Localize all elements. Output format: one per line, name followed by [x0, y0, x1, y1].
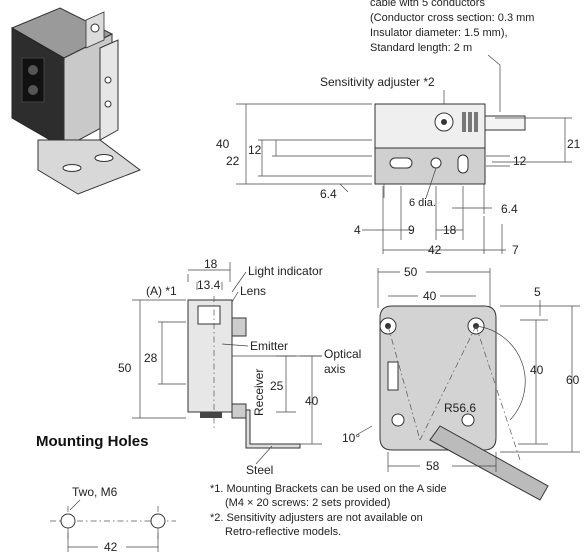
dim-12a: 12 [248, 143, 262, 157]
dim-angle-10: 10° [342, 431, 360, 445]
emitter-label: Emitter [250, 339, 288, 353]
steel-label: Steel [246, 463, 273, 477]
dim-58: 58 [426, 459, 440, 473]
cable-note-line4: Standard length: 2 m [370, 42, 472, 54]
cable-note-line3: Insulator diameter: 1.5 mm), [370, 27, 508, 39]
dim-line-6-4b [452, 184, 492, 214]
dim-42: 42 [428, 243, 442, 257]
dim-r56-6: R56.6 [444, 401, 476, 415]
dim-line-58 [387, 452, 497, 472]
label-a-side: (A) *1 [146, 284, 177, 298]
dim-9: 9 [408, 223, 415, 237]
dim-line-6-4a [339, 183, 385, 198]
light-indicator-leader [231, 271, 247, 293]
receiver-label: Receiver [252, 369, 266, 416]
dim-line-40-side [300, 355, 322, 445]
dim-line-40-v [518, 319, 548, 445]
dim-18-side: 18 [204, 257, 218, 271]
dim-line-12b [486, 155, 510, 167]
dim-42-holes: 42 [104, 540, 118, 554]
two-m6-label: Two, M6 [72, 485, 118, 499]
dim-40: 40 [216, 137, 230, 151]
dim-line-28 [158, 321, 186, 385]
dim-line-21 [492, 117, 572, 163]
mounting-hole-pattern [50, 506, 176, 552]
dim-line-12a [272, 140, 372, 157]
note-2a: *2. Sensitivity adjusters are not availa… [210, 512, 423, 524]
dim-6-dia: 6 dia. [409, 197, 436, 209]
dim-line-6-dia [425, 167, 437, 199]
dim-60: 60 [566, 373, 580, 387]
bracket-arc [475, 325, 526, 421]
dim-6-4a: 6.4 [320, 187, 337, 201]
dim-50-bracket: 50 [404, 265, 418, 279]
dim-22: 22 [226, 154, 240, 168]
note-2b: Retro-reflective models. [225, 526, 341, 538]
bracket-radius-lines [387, 325, 521, 461]
dim-12b: 12 [513, 154, 527, 168]
dim-line-22 [258, 139, 372, 177]
dim-40-side: 40 [305, 394, 319, 408]
dim-21: 21 [567, 137, 581, 151]
emitter-leader [221, 343, 249, 347]
product-illustration [10, 7, 142, 195]
dim-6-4b: 6.4 [501, 202, 518, 216]
light-indicator-label: Light indicator [248, 264, 323, 278]
dim-28: 28 [144, 351, 158, 365]
cable-note-line2: (Conductor cross section: 0.3 mm [370, 12, 534, 24]
note-1a: *1. Mounting Brackets can be used on the… [210, 483, 447, 495]
steel-leader [255, 445, 273, 465]
dim-40-v: 40 [530, 363, 544, 377]
dim-line-40 [236, 103, 372, 185]
sensor-side-view [187, 299, 301, 449]
optical-axis-label-2: axis [324, 362, 345, 376]
dim-50-side: 50 [118, 361, 132, 375]
optical-axis-label-1: Optical [324, 347, 361, 361]
extension-lines [382, 186, 503, 254]
dim-13-4: 13.4 [197, 278, 221, 292]
angle-leader [357, 425, 373, 435]
dim-40-bracket: 40 [423, 289, 437, 303]
lens-label: Lens [240, 284, 266, 298]
dim-7: 7 [512, 243, 519, 257]
cable-leader [487, 54, 501, 112]
dim-line-50-bracket [377, 268, 491, 308]
note-1b: (M4 × 20 screws: 2 sets provided) [225, 497, 390, 509]
m6-leader [69, 499, 81, 511]
sensor-top-view [374, 103, 526, 185]
dim-line-25 [276, 355, 296, 413]
dim-18: 18 [443, 223, 457, 237]
dim-4: 4 [354, 223, 361, 237]
sensitivity-adjuster-label: Sensitivity adjuster *2 [320, 75, 435, 89]
bracket-arm [429, 425, 549, 501]
cable-note-line1: cable with 5 conductors [370, 0, 485, 9]
dim-25: 25 [270, 379, 284, 393]
sensor-bracket-view [379, 305, 497, 451]
mounting-holes-title: Mounting Holes [36, 433, 149, 450]
dim-5: 5 [534, 285, 541, 299]
dim-line-50-side [132, 299, 186, 419]
dim-lines-18-13-4 [187, 262, 231, 290]
